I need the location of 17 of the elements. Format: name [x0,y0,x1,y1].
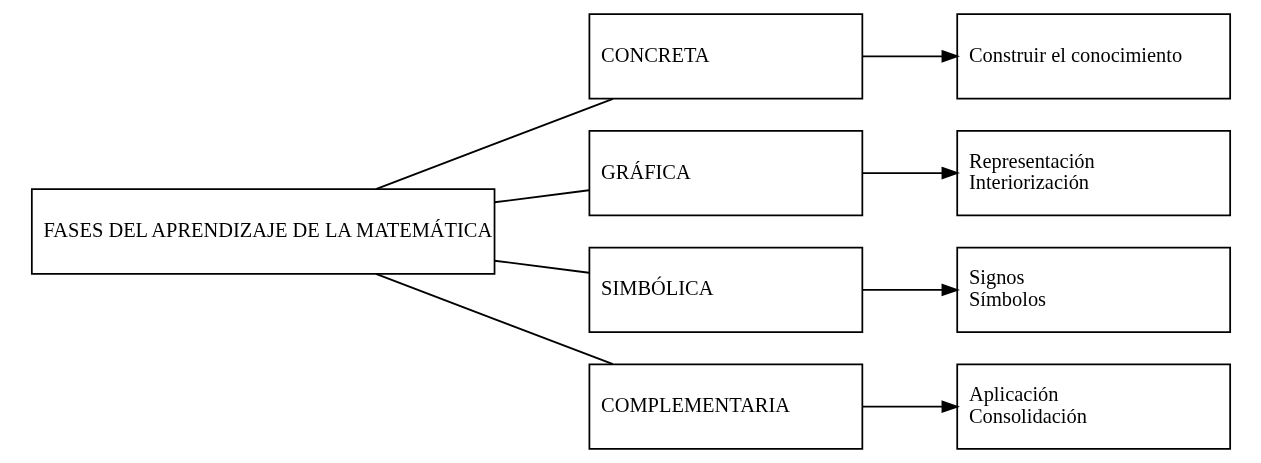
node-box: SIMBÓLICA [588,246,863,334]
node-box: Representación Interiorización [955,129,1231,217]
node-box: Construir el conocimiento [955,13,1231,100]
node-box: GRÁFICA [588,129,863,217]
connector [493,189,590,204]
arrow [861,49,960,63]
arrow [861,283,960,297]
node-box: COMPLEMENTARIA [588,363,863,450]
node-box: Signos Símbolos [955,246,1231,334]
node-box: CONCRETA [588,13,863,100]
node-box: FASES DEL APRENDIZAJE DE LA MATEMÁTICA [30,188,495,275]
connector [374,272,614,366]
arrow [861,400,960,414]
connector [374,97,614,191]
connector [493,259,590,274]
node-box: Aplicación Consolidación [955,363,1231,450]
arrow [861,166,960,180]
